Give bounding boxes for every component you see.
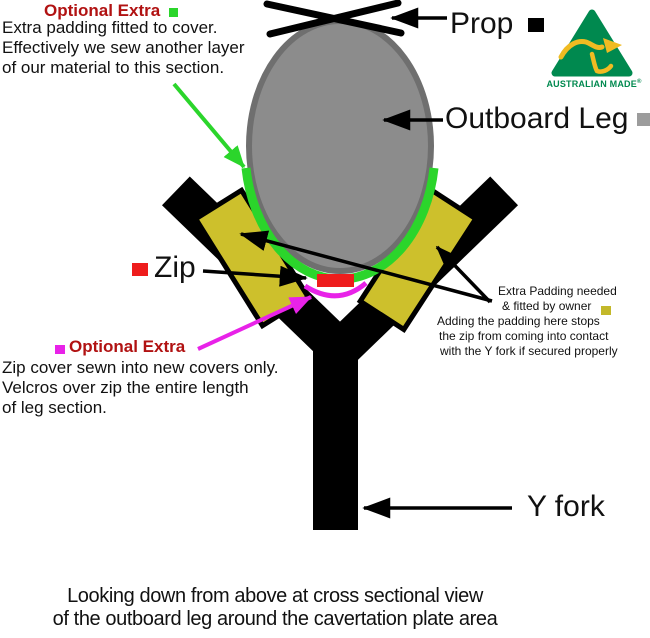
outboard-leg-ellipse: [246, 18, 434, 274]
prop-label: Prop: [450, 7, 514, 40]
registered-mark: ®: [636, 79, 642, 85]
optional-extra-padding-title: Optional Extra: [44, 1, 161, 20]
note-line: Extra padding fitted to cover.: [2, 18, 218, 37]
prop-x-icon: [263, 0, 405, 38]
zip-cover-pointer-arrow: [197, 295, 313, 351]
outboard-leg-label: Outboard Leg: [445, 102, 629, 135]
zip-arrow: [202, 265, 308, 287]
zip-cover-note: Zip cover sewn into new covers only. Vel…: [2, 358, 279, 418]
olive-swatch-icon: [601, 306, 611, 315]
y-fork-stem: [313, 338, 358, 530]
bottom-caption: Looking down from above at cross section…: [10, 585, 540, 631]
padding-arrow-right: [435, 245, 492, 304]
note-line: Zip cover sewn into new covers only.: [2, 358, 279, 377]
zip-label: Zip: [154, 251, 196, 284]
optional-extra-padding-note: Extra padding fitted to cover. Effective…: [2, 18, 245, 78]
australian-made-logo: [551, 9, 633, 77]
extra-padding-note-line: & fitted by owner: [502, 299, 592, 313]
australian-made-text: AUSTRALIAN MADE®: [546, 79, 642, 89]
black-swatch-icon: [528, 18, 544, 32]
green-swatch-icon: [169, 8, 178, 17]
red-swatch-icon: [132, 263, 148, 276]
y-fork-label: Y fork: [527, 490, 605, 523]
note-line: of our material to this section.: [2, 58, 225, 77]
kangaroo-head-icon: [603, 38, 622, 53]
zip-cover-arc: [303, 281, 368, 299]
note-line: Effectively we sew another layer: [2, 38, 245, 57]
optional-extra-zip-cover-title: Optional Extra: [69, 337, 186, 356]
kangaroo-icon: [558, 39, 605, 60]
note-line: Velcros over zip the entire length: [2, 378, 249, 397]
extra-padding-note-line: Extra Padding needed: [498, 284, 617, 298]
optional-padding-pointer-arrow: [172, 82, 246, 169]
gray-swatch-icon: [637, 113, 650, 126]
extra-padding-note-line: with the Y fork if secured properly: [440, 344, 618, 358]
magenta-swatch-icon: [55, 345, 65, 354]
caption-line: of the outboard leg around the cavertati…: [52, 608, 498, 630]
kangaroo-leg-icon: [589, 51, 614, 74]
note-line: of leg section.: [2, 398, 107, 417]
caption-line: Looking down from above at cross section…: [67, 585, 483, 607]
padding-arrow-left: [239, 230, 493, 303]
zip-rect: [317, 274, 354, 287]
extra-padding-note-line: the zip from coming into contact: [439, 329, 609, 343]
extra-padding-note-line: Adding the padding here stops: [437, 314, 600, 328]
